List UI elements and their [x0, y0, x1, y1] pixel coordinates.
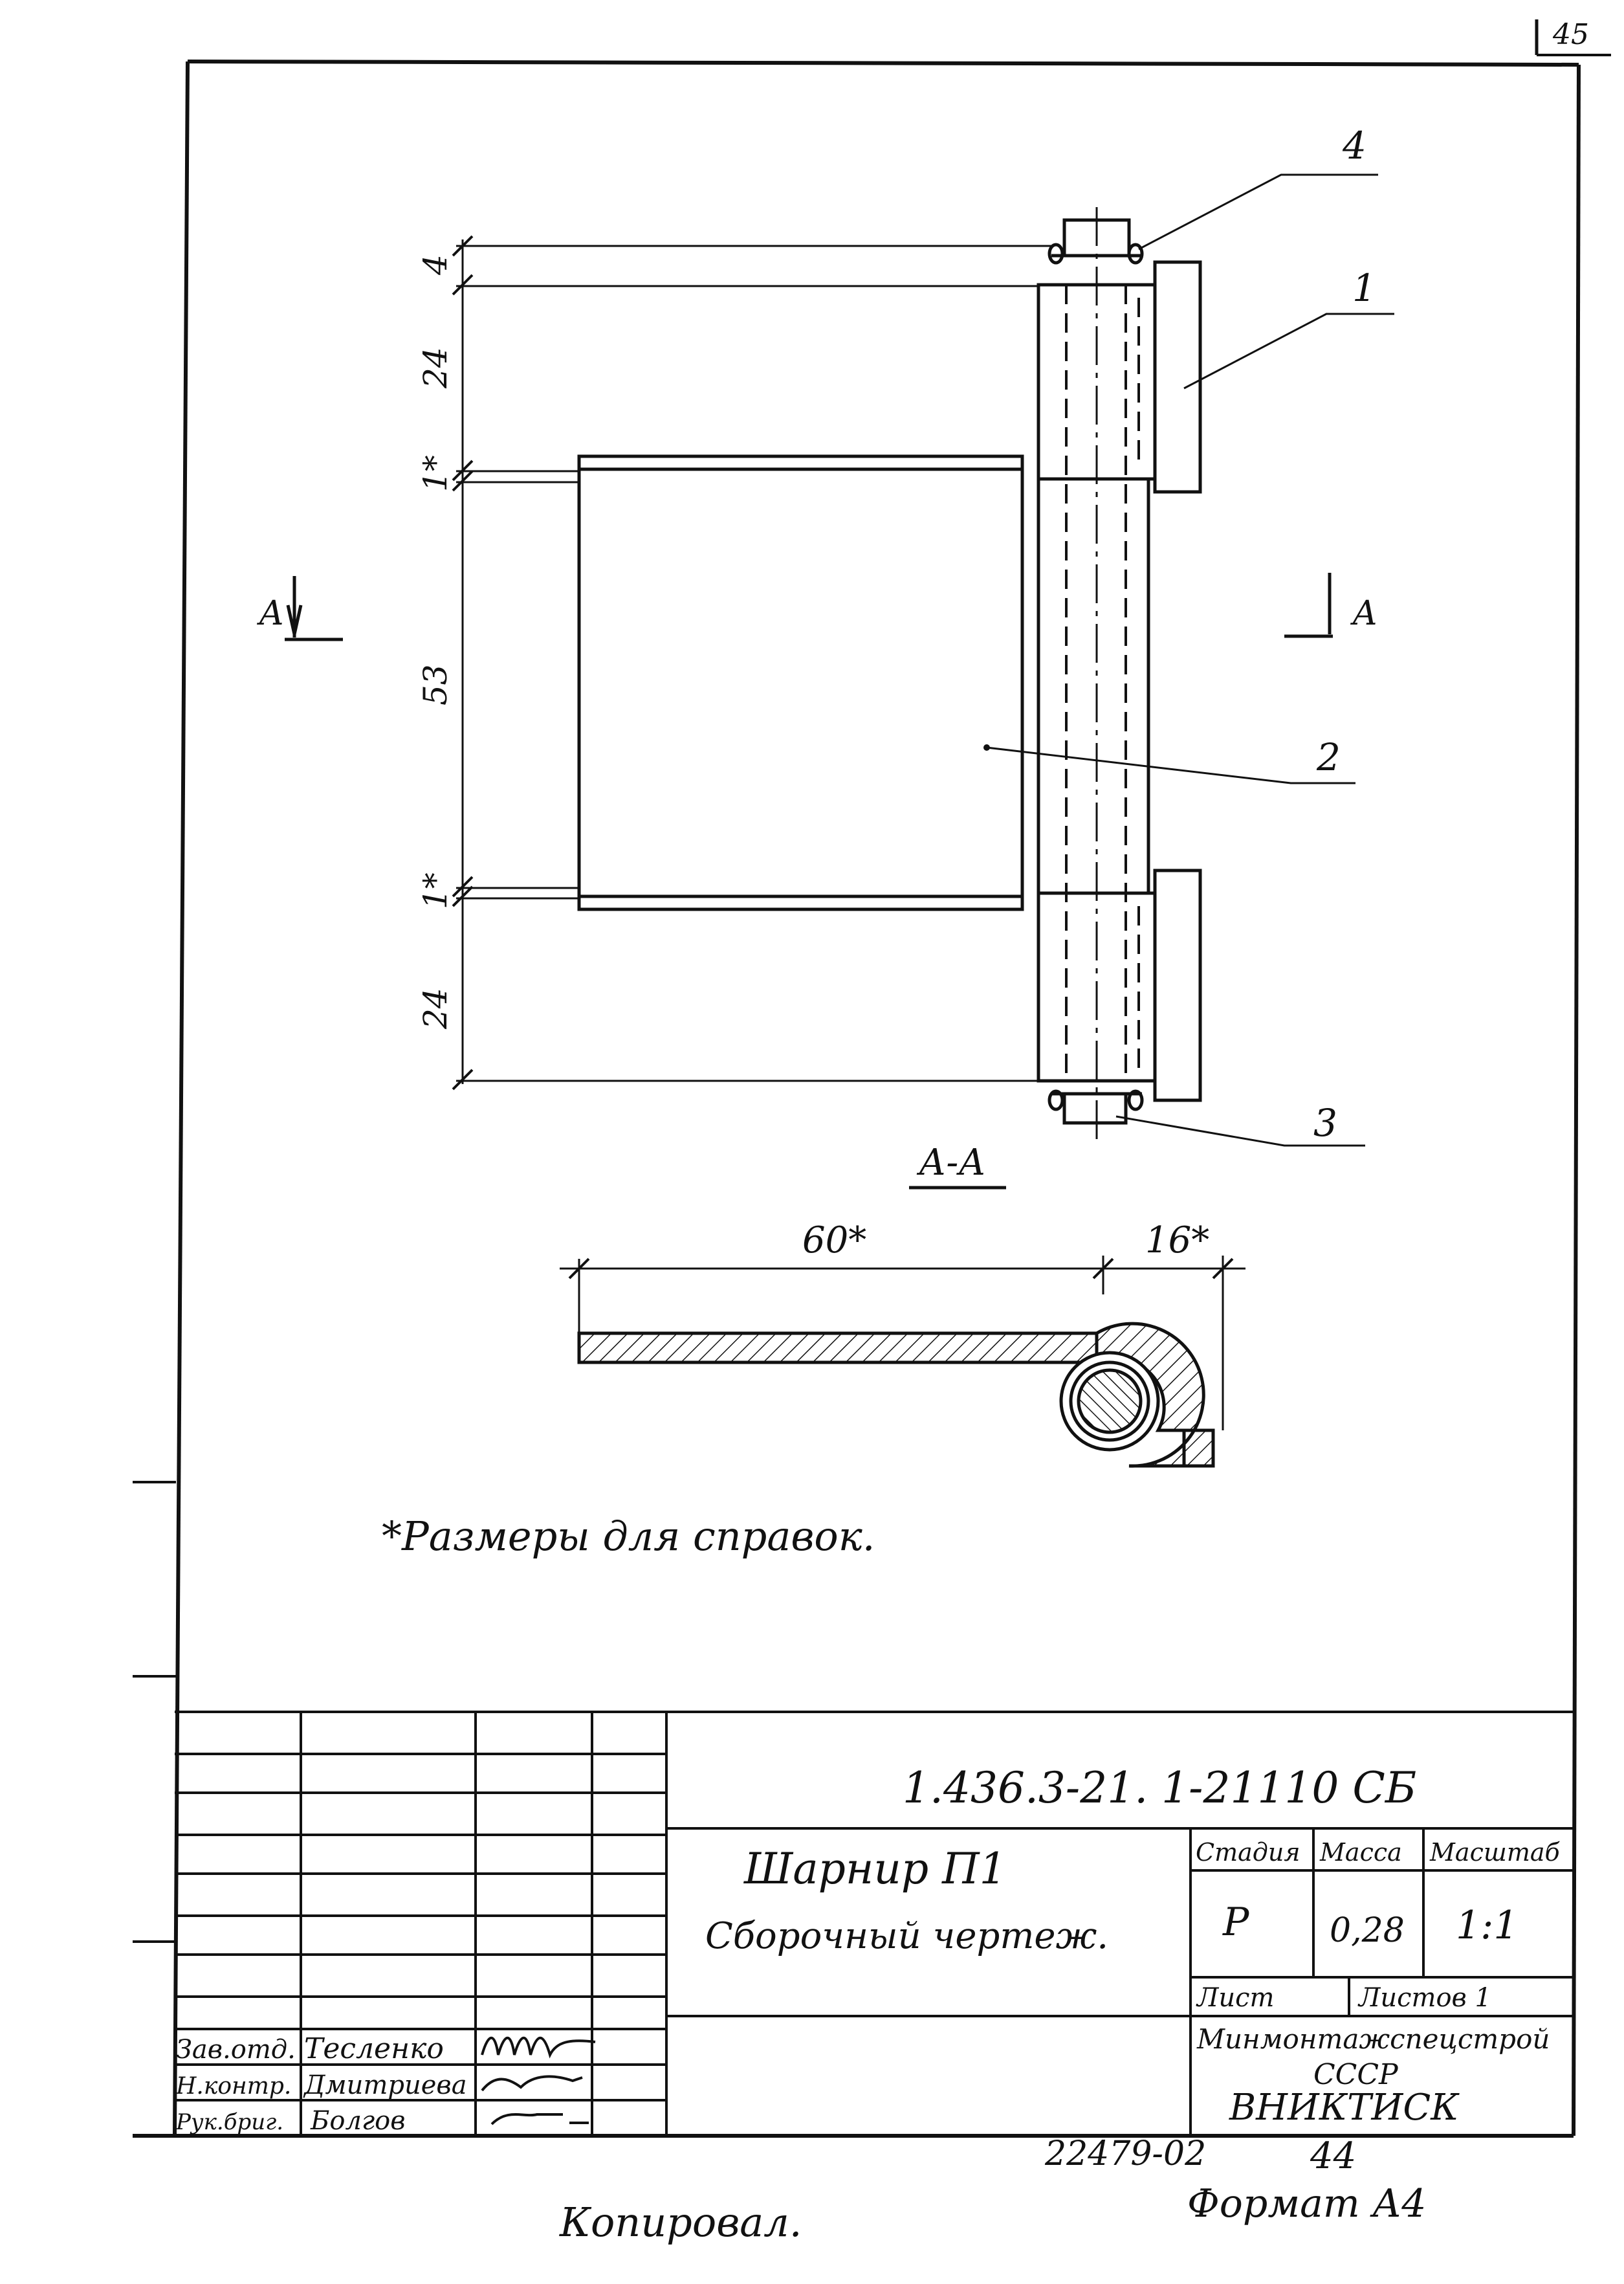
section-marker-left: [285, 576, 343, 641]
scale-value: 1:1: [1456, 1903, 1519, 1948]
sheets-label: Листов 1: [1357, 1983, 1491, 2013]
section-marker-right-label: А: [1350, 594, 1377, 633]
scale-header: Масштаб: [1429, 1838, 1561, 1867]
drawing-name: Шарнир П1: [743, 1844, 1007, 1894]
signature-role-1: Зав.отд.: [176, 2035, 296, 2065]
section-dimensions: [560, 1256, 1245, 1430]
section-marker-right: [1284, 573, 1333, 638]
signature-scribbles: [481, 2036, 596, 2125]
sheet-label: Лист: [1196, 1983, 1274, 2013]
callout-1: 1: [1352, 266, 1376, 310]
dim-1-bottom: 1*: [417, 872, 454, 909]
drawing-type: Сборочный чертеж.: [705, 1915, 1108, 1957]
signature-role-2: Н.контр.: [175, 2073, 291, 2100]
drawing-code: 1.436.3-21. 1-21110 СБ: [903, 1763, 1416, 1813]
callout-leaders: [986, 173, 1394, 1147]
organization-line-3: ВНИКТИСК: [1229, 2087, 1460, 2129]
vertical-dimensions: [452, 235, 1051, 1091]
section-title: А-А: [916, 1142, 986, 1184]
stage-header: Стадия: [1196, 1838, 1300, 1867]
callout-2-dot: [983, 744, 990, 751]
dim-24-top: 24: [417, 347, 454, 389]
mass-value: 0,28: [1330, 1911, 1405, 1950]
copied-by: Копировал.: [559, 2199, 802, 2246]
callout-3: 3: [1313, 1101, 1337, 1145]
hinge-main-view: [577, 207, 1202, 1139]
signature-name-3: Болгов: [310, 2106, 406, 2136]
stage-value: Р: [1222, 1900, 1250, 1945]
dim-60: 60*: [802, 1219, 866, 1261]
page-number: 44: [1310, 2135, 1356, 2177]
section-a-a: [577, 1322, 1215, 1468]
title-block-grid: [175, 1711, 1574, 2136]
order-number: 22479-02: [1044, 2134, 1206, 2173]
signature-name-1: Тесленко: [304, 2032, 444, 2065]
note-reference-dims: *Размеры для справок.: [382, 1513, 875, 1560]
dim-16: 16*: [1145, 1219, 1209, 1261]
vertical-dimension-labels: 4 24 1* 53 1* 24: [417, 254, 454, 1030]
sheet-number: 45: [1552, 18, 1589, 51]
organization-line-1: Минмонтажспецстрой: [1196, 2023, 1550, 2055]
signature-role-3: Рук.бриг.: [175, 2109, 283, 2135]
sheet-frame: [133, 60, 1581, 2138]
organization-line-2: СССР: [1313, 2058, 1399, 2091]
format-label: Формат А4: [1187, 2181, 1426, 2226]
signature-name-2: Дмитриева: [303, 2070, 467, 2100]
dim-24-bottom: 24: [417, 988, 454, 1030]
dim-4: 4: [417, 254, 454, 276]
sheet-number-box: 45: [1535, 18, 1611, 56]
callout-4: 4: [1342, 124, 1366, 168]
dim-1-top: 1*: [417, 455, 454, 492]
section-marker-left-label: А: [256, 594, 284, 633]
callout-2: 2: [1316, 735, 1341, 779]
dim-53: 53: [417, 664, 454, 705]
mass-header: Масса: [1319, 1838, 1402, 1867]
